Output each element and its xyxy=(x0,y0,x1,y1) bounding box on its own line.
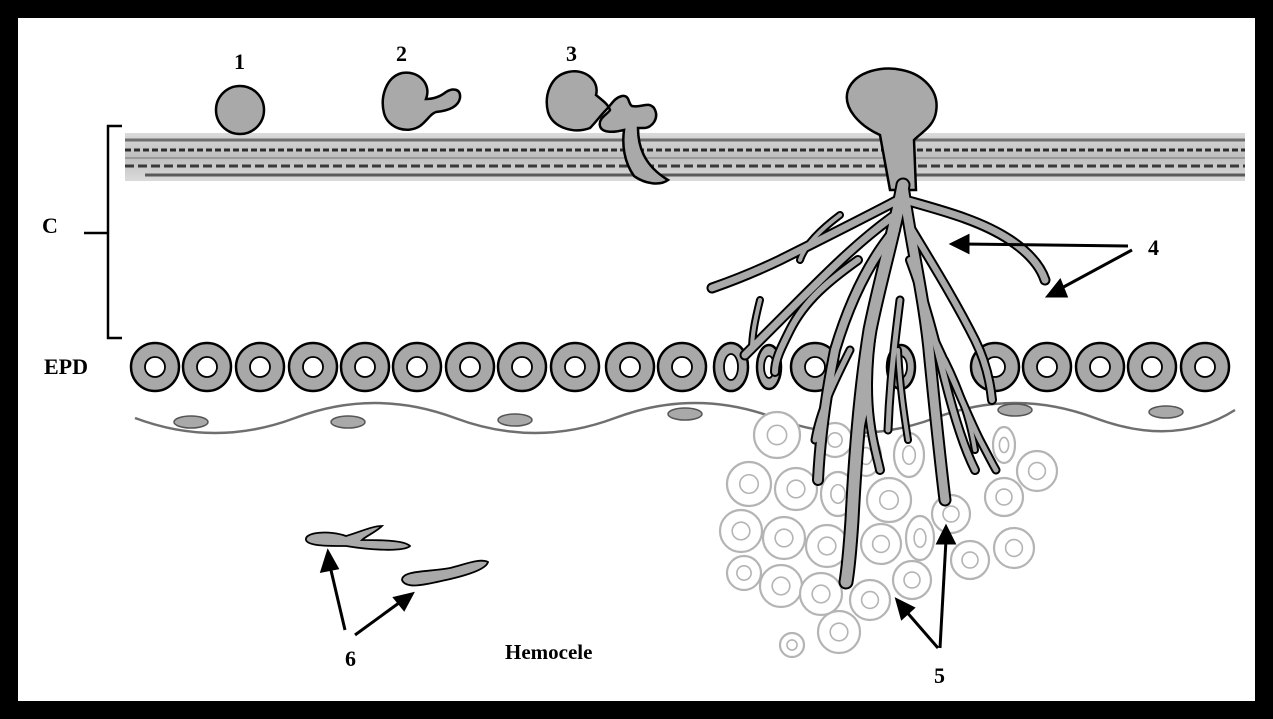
label-stage4: 4 xyxy=(1148,237,1159,259)
membrane-nucleus xyxy=(331,416,365,428)
hemocyte-nucleus xyxy=(737,566,751,580)
hemocyte-nucleus xyxy=(904,572,920,588)
epidermal-nucleus xyxy=(1037,357,1057,377)
hemocyte-nucleus xyxy=(1029,463,1046,480)
fungal-hypha xyxy=(905,200,1045,280)
hemocyte-nucleus xyxy=(775,529,793,547)
hemocyte-nucleus xyxy=(862,592,879,609)
hemocyte-nucleus xyxy=(943,506,959,522)
hemocyte-nucleus xyxy=(914,529,926,547)
label-stage3: 3 xyxy=(566,43,577,65)
epidermis-cells xyxy=(131,343,1229,391)
hemocyte-nucleus xyxy=(787,640,797,650)
epidermal-nucleus xyxy=(197,357,217,377)
hemocyte-nucleus xyxy=(903,446,916,464)
hemocyte-nucleus xyxy=(873,536,890,553)
epidermal-nucleus xyxy=(460,357,480,377)
epidermal-nucleus xyxy=(565,357,585,377)
hemocyte-nucleus xyxy=(962,552,978,568)
cuticle-bracket xyxy=(84,126,122,338)
hemocyte-nucleus xyxy=(740,475,758,493)
epidermal-nucleus xyxy=(145,357,165,377)
fungal-hypha-outline xyxy=(905,200,1045,280)
epidermal-nucleus xyxy=(407,357,427,377)
hyphal-body-upper xyxy=(306,526,410,550)
cuticle-layer xyxy=(125,133,1245,181)
epidermal-nucleus xyxy=(724,354,738,380)
hemocyte-nucleus xyxy=(772,577,790,595)
hemocyte-nucleus xyxy=(787,480,805,498)
epidermal-nucleus xyxy=(303,357,323,377)
germinating-conidium-stage2 xyxy=(383,73,460,130)
label-cuticle: C xyxy=(42,215,58,237)
conidium-stage1 xyxy=(216,86,264,134)
membrane-nucleus xyxy=(998,404,1032,416)
label-hemocele: Hemocele xyxy=(505,642,592,663)
epidermal-nucleus xyxy=(620,357,640,377)
epidermal-nucleus xyxy=(355,357,375,377)
hemocyte-nucleus xyxy=(831,485,845,503)
label-stage2: 2 xyxy=(396,43,407,65)
hemocyte-nucleus xyxy=(830,623,848,641)
hemocyte-nucleus xyxy=(818,537,836,555)
hemocyte-cluster xyxy=(720,412,1057,657)
label-epidermis: EPD xyxy=(44,356,88,378)
hyphal-body-lower xyxy=(402,561,488,586)
hemocyte-nucleus xyxy=(828,433,842,447)
membrane-nucleus xyxy=(174,416,208,428)
epidermal-nucleus xyxy=(250,357,270,377)
epidermal-nucleus xyxy=(672,357,692,377)
membrane-nucleus xyxy=(498,414,532,426)
label-stage6: 6 xyxy=(345,648,356,670)
label-stage1: 1 xyxy=(234,51,245,73)
hemocyte-nucleus xyxy=(767,425,786,444)
epidermal-nucleus xyxy=(1142,357,1162,377)
membrane-nucleus xyxy=(1149,406,1183,418)
hemocyte-nucleus xyxy=(996,489,1012,505)
hemocyte-nucleus xyxy=(999,437,1008,452)
epidermal-nucleus xyxy=(805,357,825,377)
label-stage5: 5 xyxy=(934,665,945,687)
hemocyte-nucleus xyxy=(812,585,830,603)
hemocyte-nucleus xyxy=(880,491,898,509)
hemocyte-nucleus xyxy=(732,522,750,540)
epidermal-nucleus xyxy=(1090,357,1110,377)
membrane-nucleus xyxy=(668,408,702,420)
hemocyte-nucleus xyxy=(1006,540,1023,557)
epidermal-nucleus xyxy=(512,357,532,377)
epidermal-nucleus xyxy=(1195,357,1215,377)
